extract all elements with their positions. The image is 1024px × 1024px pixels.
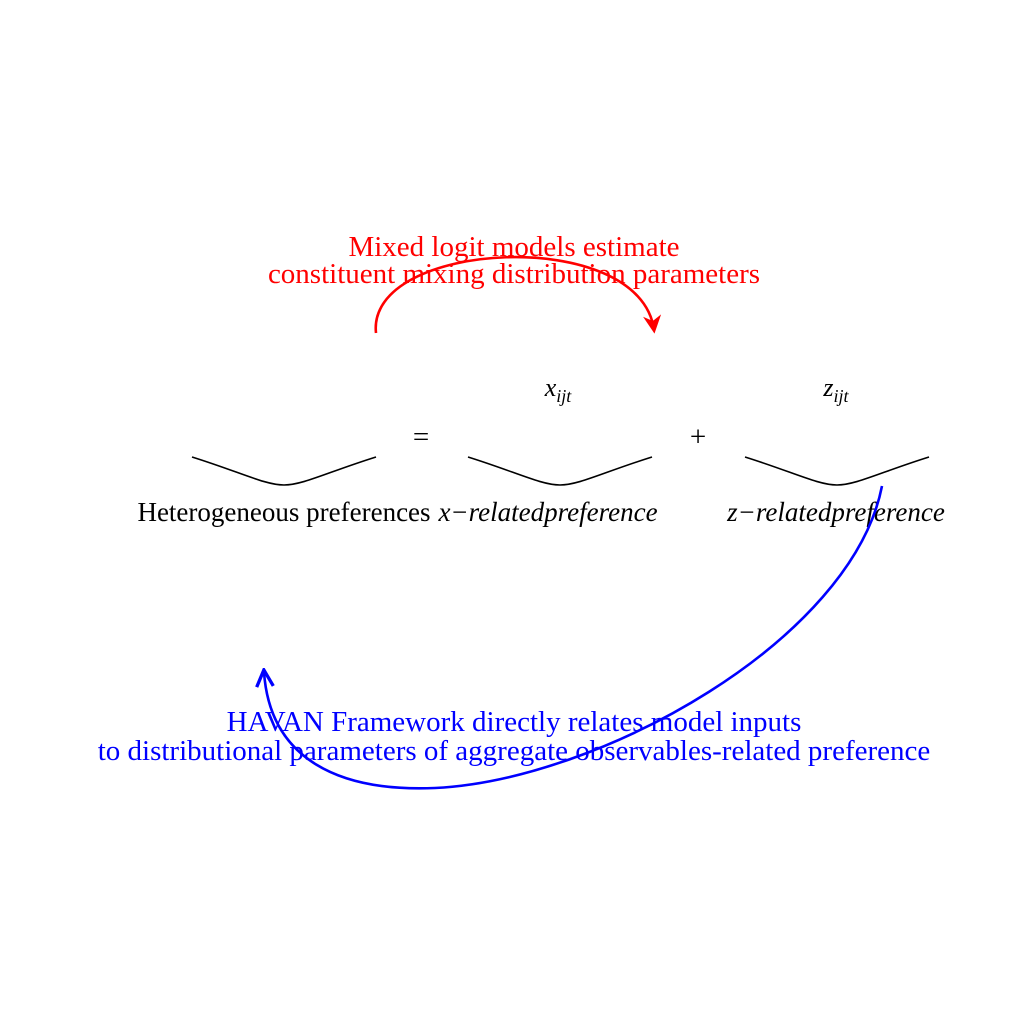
svg-text:zijt: zijt [822,373,849,406]
label-z-related-preference: z−relatedpreference [726,497,945,527]
underbrace-left [191,456,377,486]
bottom-annotation-line2: to distributional parameters of aggregat… [98,735,931,767]
equals-sign: = [413,421,429,453]
blue-arrow [264,485,884,790]
underbrace-z [744,456,930,486]
svg-text:xijt: xijt [544,373,573,406]
z-variable: zijt [822,373,849,406]
x-variable: xijt [544,373,573,406]
label-heterogeneous-preferences: Heterogeneous preferences [137,497,430,527]
top-annotation-line2: constituent mixing distribution paramete… [268,258,760,290]
top-annotation-line1: Mixed logit models estimate [348,231,679,263]
label-x-related-preference: x−relatedpreference [437,497,657,527]
red-arrow [374,255,662,334]
bottom-annotation-line1: HAVAN Framework directly relates model i… [227,706,802,738]
plus-sign: + [690,421,706,453]
underbrace-x [467,456,653,486]
